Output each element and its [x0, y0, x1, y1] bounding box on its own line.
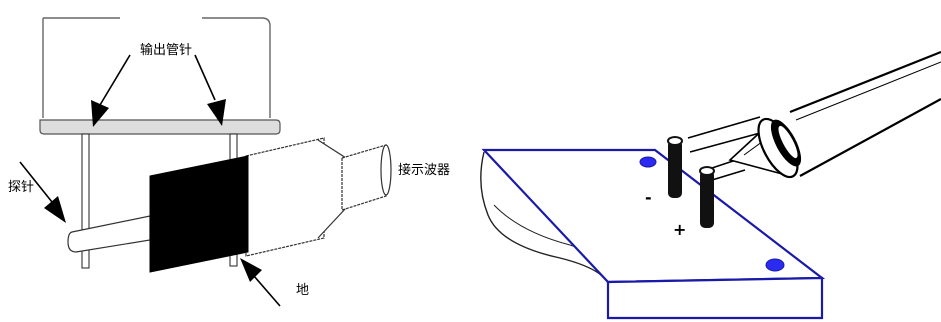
- label-oscilloscope: 接示波器: [398, 163, 451, 178]
- label-minus: -: [645, 188, 652, 207]
- probe-rods: [667, 116, 761, 228]
- probe: [67, 137, 392, 273]
- output-pin-arrow-right: [194, 54, 226, 126]
- output-pin-left: [81, 133, 90, 269]
- label-plus: +: [673, 220, 687, 239]
- component-body: [39, 17, 281, 135]
- label-probe: 探针: [8, 180, 35, 195]
- probe-arrow: [19, 161, 66, 223]
- ground-arrow: [240, 258, 281, 307]
- pad-top: [639, 156, 657, 168]
- output-pin-arrow-left: [91, 54, 131, 127]
- circuit-board: [480, 148, 826, 320]
- label-output-pin: 输出管针: [140, 43, 193, 58]
- label-ground: 地: [296, 283, 310, 298]
- probe-handle: [728, 50, 941, 179]
- pad-bottom: [765, 258, 785, 272]
